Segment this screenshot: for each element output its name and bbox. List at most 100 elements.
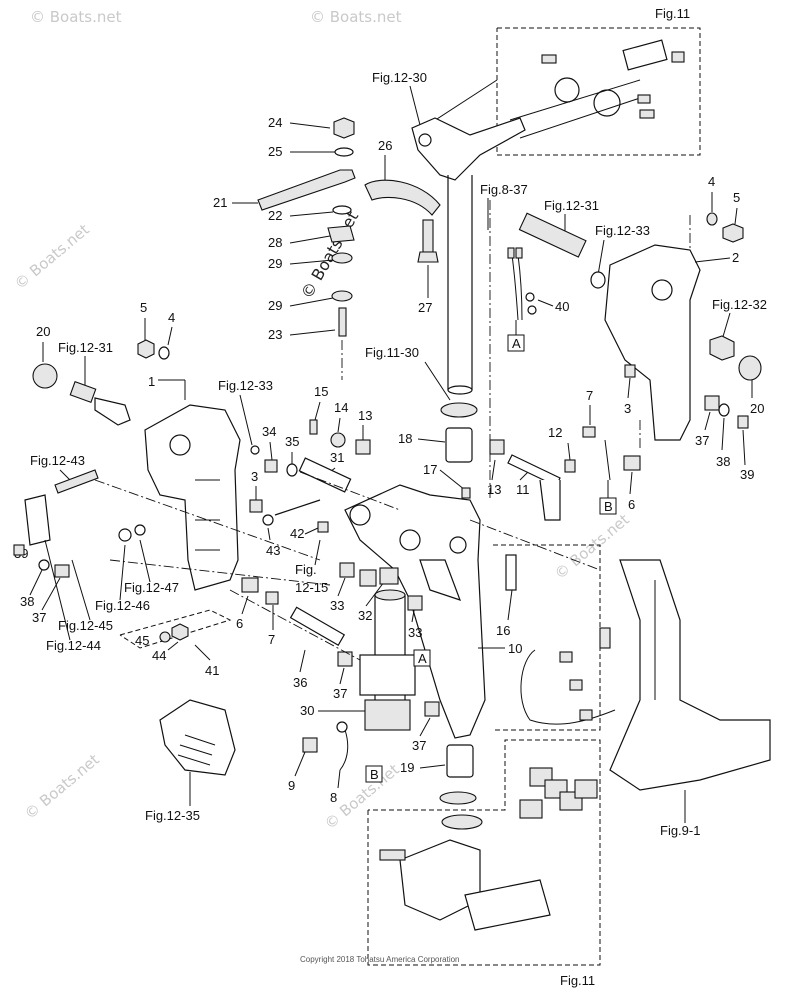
- callout-25: 25: [268, 144, 282, 159]
- fig12-44-ref: Fig.12-44: [46, 638, 101, 653]
- callout-40: 40: [555, 299, 569, 314]
- callout-19: 19: [400, 760, 414, 775]
- callout-21: 21: [213, 195, 227, 210]
- callout-12: 12: [548, 425, 562, 440]
- callout-38r: 38: [716, 454, 730, 469]
- callout-42: 42: [290, 526, 304, 541]
- fig12-33-right-ref: Fig.12-33: [595, 223, 650, 238]
- upper-parts-stack: 24 25 21 22 28 29 29 23 26 27: [213, 115, 441, 380]
- callout-33a: 33: [330, 598, 344, 613]
- fig12-46-ref: Fig.12-46: [95, 598, 150, 613]
- callout-20r: 20: [750, 401, 764, 416]
- callout-45: 45: [135, 633, 149, 648]
- fig8-37-ref: Fig.8-37: [480, 182, 528, 197]
- callout-13a: 13: [358, 408, 372, 423]
- watermark: © Boats.net: [310, 8, 402, 26]
- steering-arm-group: Fig.12-30: [372, 70, 526, 395]
- callout-6l: 6: [236, 616, 243, 631]
- fig11-bottom-ref-visible: Fig.11: [560, 973, 595, 988]
- callout-36: 36: [293, 675, 307, 690]
- callout-38l: 38: [20, 594, 34, 609]
- fig12-15-a-ref: Fig.: [295, 562, 317, 577]
- fig11-30-ref: Fig.11-30: [365, 345, 419, 360]
- callout-26: 26: [378, 138, 392, 153]
- callout-1: 1: [148, 374, 155, 389]
- watermark: © Boats.net: [551, 510, 633, 583]
- connector-lines: [94, 200, 641, 661]
- callout-9: 9: [288, 778, 295, 793]
- fig12-35-group: Fig.12-35: [145, 699, 236, 823]
- watermark: © Boats.net: [297, 208, 362, 302]
- callout-32: 32: [358, 608, 372, 623]
- callout-24: 24: [268, 115, 282, 130]
- callout-37m: 37: [333, 686, 347, 701]
- callout-6r: 6: [628, 497, 635, 512]
- box-label-b2: B: [370, 767, 379, 782]
- callout-23: 23: [268, 327, 282, 342]
- callout-13b: 13: [487, 482, 501, 497]
- fig9-1-ref: Fig.9-1: [660, 823, 700, 838]
- watermark: © Boats.net: [30, 8, 122, 26]
- callout-18: 18: [398, 431, 412, 446]
- left-clamp-bracket-group: 5 4 20 Fig.12-31 1 Fig.12-33 Fig.12-43 3…: [13, 300, 279, 678]
- callout-4l: 4: [168, 310, 175, 325]
- callout-11: 11: [516, 482, 530, 497]
- callout-7r: 7: [586, 388, 593, 403]
- callout-5l: 5: [140, 300, 147, 315]
- fig11-top-ref: Fig.11: [655, 6, 690, 21]
- callout-15: 15: [314, 384, 328, 399]
- callout-33b: 33: [408, 625, 422, 640]
- callout-41: 41: [205, 663, 219, 678]
- callout-5r: 5: [733, 190, 740, 205]
- fig12-15-b-ref: 12-15: [295, 580, 328, 595]
- box-label-a1: A: [512, 336, 521, 351]
- watermark: © Boats.net: [21, 750, 103, 823]
- fig12-30-ref: Fig.12-30: [372, 70, 427, 85]
- callout-16: 16: [496, 623, 510, 638]
- callout-44: 44: [152, 648, 166, 663]
- fig12-33-left-ref: Fig.12-33: [218, 378, 273, 393]
- callout-10: 10: [508, 641, 522, 656]
- callout-3l: 3: [251, 469, 258, 484]
- callout-39r: 39: [740, 467, 754, 482]
- anode-blocks: [519, 767, 598, 819]
- callout-20l: 20: [36, 324, 50, 339]
- callout-29b: 29: [268, 298, 282, 313]
- central-parts-group: Fig.11-30 18 15 14 13 34 35 31 3 17 13 1…: [249, 345, 561, 805]
- fig12-32-ref: Fig.12-32: [712, 297, 767, 312]
- fig12-43-ref: Fig.12-43: [30, 453, 85, 468]
- callout-31: 31: [330, 450, 344, 465]
- right-clamp-bracket-group: Fig.12-31 Fig.12-33 2 4 5 Fig.12-32 20 3…: [518, 174, 767, 482]
- box-label-a2: A: [418, 651, 427, 666]
- lower-right-group: Fig.9-1 Fig.11 Fig.11 Copyright 2018 Toh…: [300, 544, 771, 988]
- callout-14: 14: [334, 400, 348, 415]
- right-middle-parts: 7 12 B 6: [548, 388, 641, 515]
- callout-22: 22: [268, 208, 282, 223]
- callout-37b: 37: [412, 738, 426, 753]
- callout-3r: 3: [624, 401, 631, 416]
- callout-8: 8: [330, 790, 337, 805]
- fig12-45-ref: Fig.12-45: [58, 618, 113, 633]
- callout-4r: 4: [708, 174, 715, 189]
- watermark: © Boats.net: [11, 220, 93, 293]
- callout-37l: 37: [32, 610, 46, 625]
- callout-28: 28: [268, 235, 282, 250]
- box-label-b1: B: [604, 499, 613, 514]
- copyright-notice: Copyright 2018 Tohatsu America Corporati…: [300, 955, 460, 964]
- fig12-31-left-ref: Fig.12-31: [58, 340, 113, 355]
- callout-30: 30: [300, 703, 314, 718]
- callout-17: 17: [423, 462, 437, 477]
- callout-29a: 29: [268, 256, 282, 271]
- callout-27: 27: [418, 300, 432, 315]
- callout-43: 43: [266, 543, 280, 558]
- callout-7l: 7: [268, 632, 275, 647]
- callout-2: 2: [732, 250, 739, 265]
- callout-35: 35: [285, 434, 299, 449]
- wire-harness-group: Fig.8-37 40 A: [480, 182, 569, 352]
- fig11-top-group: Fig.11: [419, 6, 701, 156]
- fig12-31-right-ref: Fig.12-31: [544, 198, 599, 213]
- fig12-35-ref: Fig.12-35: [145, 808, 200, 823]
- callout-34: 34: [262, 424, 276, 439]
